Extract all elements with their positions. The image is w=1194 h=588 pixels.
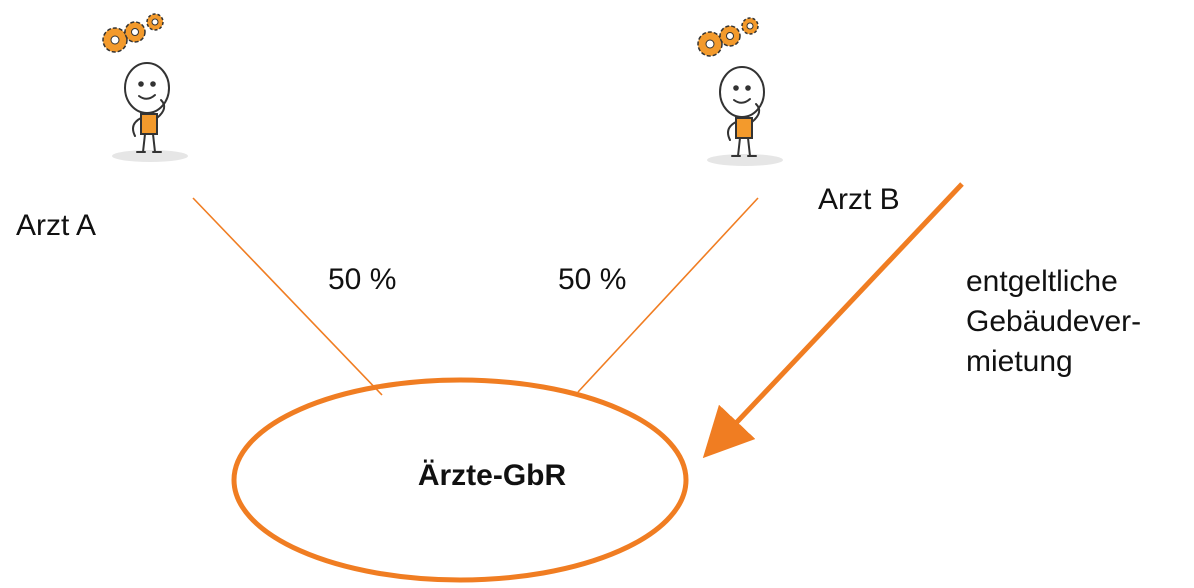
share-b-label: 50 % xyxy=(558,263,627,296)
share-a-label: 50 % xyxy=(328,263,397,296)
rental-line-2: Gebäudever- xyxy=(966,305,1142,338)
company-name: Ärzte-GbR xyxy=(417,459,567,492)
thinking-person-icon xyxy=(707,66,783,166)
gears-icon xyxy=(102,13,164,53)
share-line-b xyxy=(577,197,759,393)
person-a-label: Arzt A xyxy=(16,209,97,242)
gbr-ellipse xyxy=(231,377,689,583)
person-a-figure xyxy=(95,8,205,168)
person-b-figure xyxy=(690,12,800,172)
rental-arrow xyxy=(702,182,964,459)
share-line-a xyxy=(192,197,383,396)
rental-relationship-label: entgeltliche Gebäudever- mietung xyxy=(966,262,1141,382)
rental-line-3: mietung xyxy=(966,345,1073,378)
rental-line-1: entgeltliche xyxy=(966,265,1118,298)
thinking-person-icon xyxy=(112,62,188,162)
person-b-label: Arzt B xyxy=(818,183,900,216)
gears-icon xyxy=(697,17,759,57)
